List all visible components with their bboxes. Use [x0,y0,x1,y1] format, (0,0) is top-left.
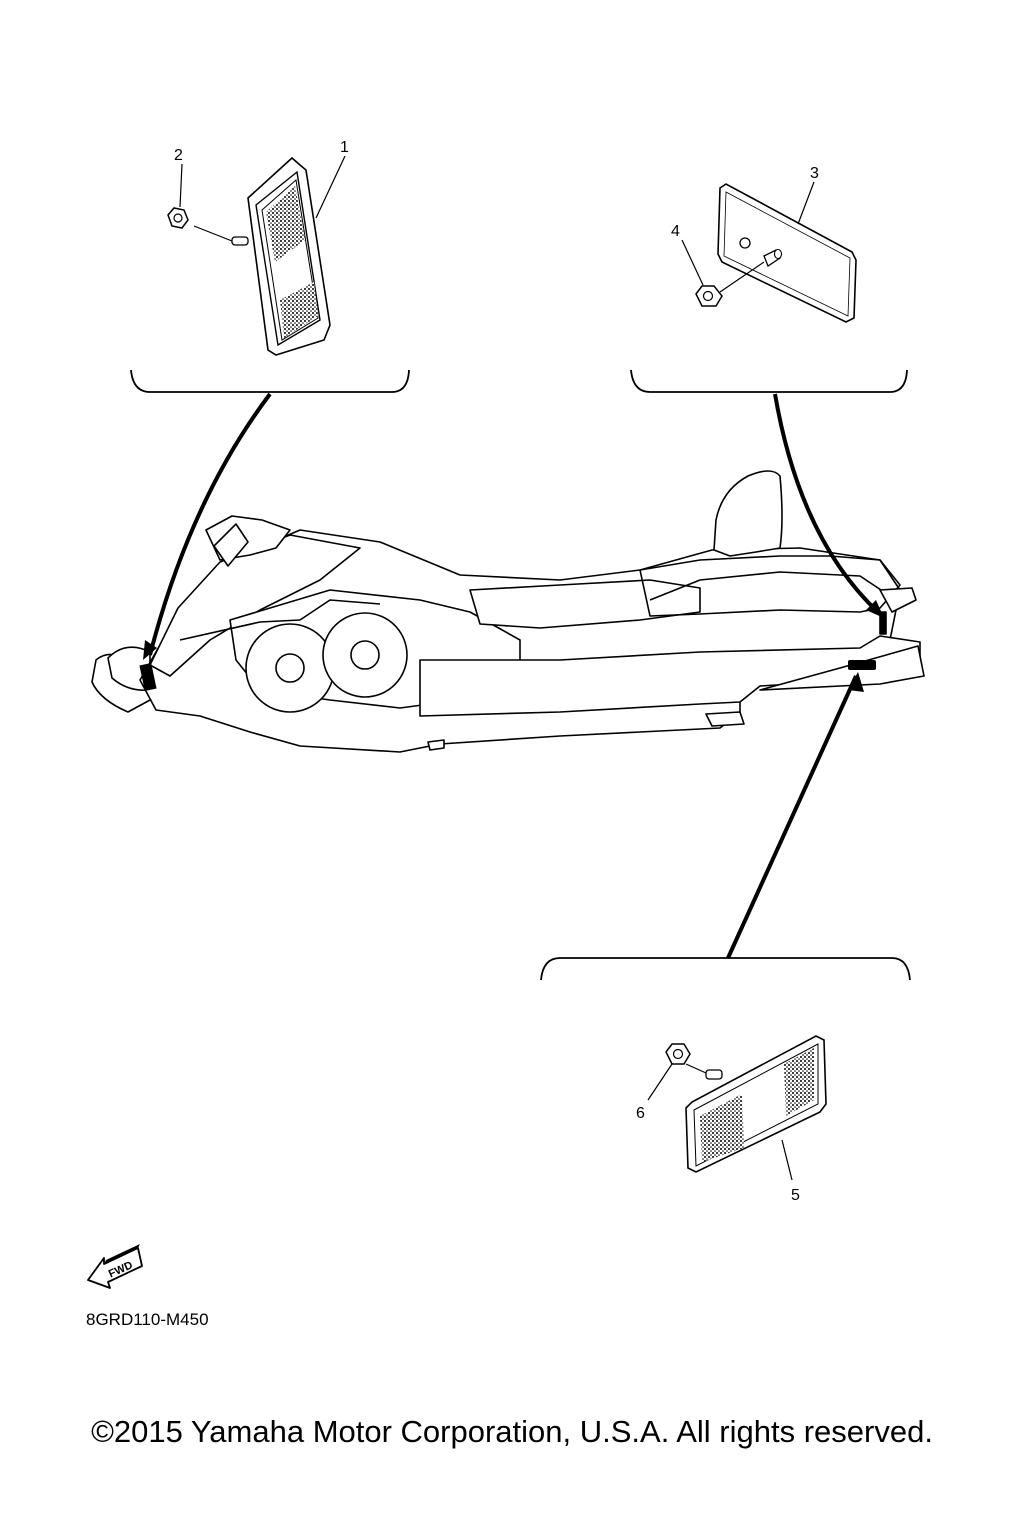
reflector-mark-rear [848,660,876,670]
bracket-rear-lower [540,957,911,981]
fwd-arrow-icon: FWD [87,1244,143,1289]
reflector-part-1[interactable] [247,156,331,356]
nut-part-6[interactable] [665,1043,691,1065]
stud-rear-lower [685,1063,723,1080]
reflector-part-5[interactable] [685,1035,827,1173]
leader-arrows [148,392,882,959]
snowmobile-illustration [91,470,925,753]
stud-front [193,225,249,246]
callout-5: 5 [791,1187,800,1204]
callout-6: 6 [636,1105,645,1122]
nut-part-2[interactable] [167,207,189,229]
bracket-front [130,369,410,393]
callout-3: 3 [810,165,819,182]
callout-1: 1 [340,139,349,156]
callout-2: 2 [174,147,183,164]
bracket-rear-upper [630,369,908,393]
reflector-group-rear-upper: 4 3 [630,165,908,393]
copyright-notice: ©2015 Yamaha Motor Corporation, U.S.A. A… [91,1414,933,1449]
reflector-mark-front [139,663,157,691]
reflector-group-front: 2 1 [130,139,410,393]
diagram-code: 8GRD110-M450 [86,1310,209,1329]
callout-4: 4 [671,223,680,240]
stud-rear-upper [763,248,783,267]
reflector-group-rear-lower: 6 5 [540,957,911,1204]
reflector-part-3[interactable] [717,183,857,323]
nut-part-4[interactable] [695,285,723,307]
